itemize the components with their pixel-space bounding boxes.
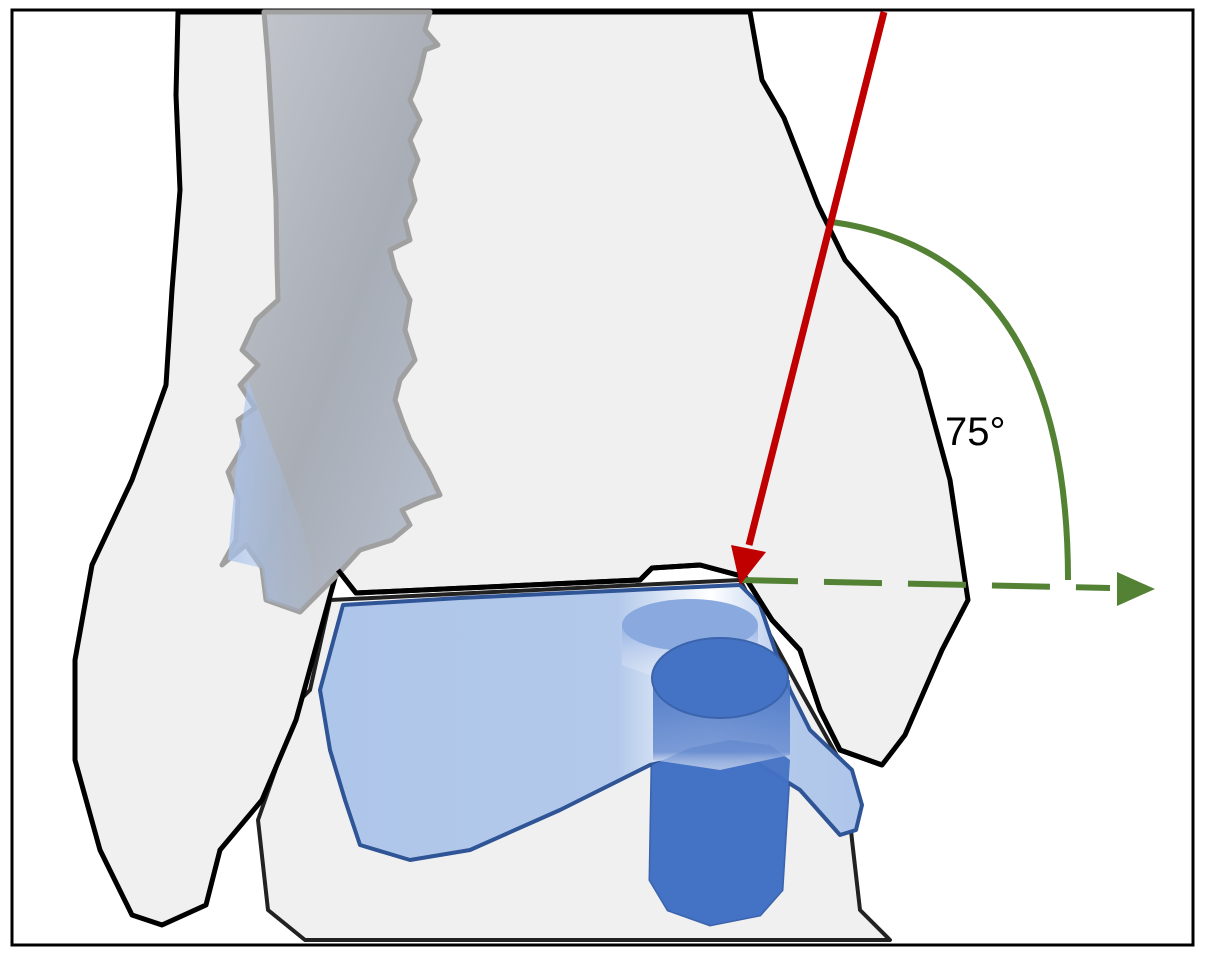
implant-stem-front — [650, 740, 790, 925]
screw-direction-arrowhead — [731, 545, 766, 585]
angle-label: 75° — [945, 410, 1006, 454]
reference-arrowhead — [1117, 572, 1155, 606]
implant-peg-front-top — [651, 637, 789, 719]
screw-direction-arrow — [745, 11, 888, 546]
horizontal-reference-line — [739, 577, 1111, 591]
angle-arc — [831, 219, 1071, 581]
fibula-lower-tint — [228, 380, 320, 612]
